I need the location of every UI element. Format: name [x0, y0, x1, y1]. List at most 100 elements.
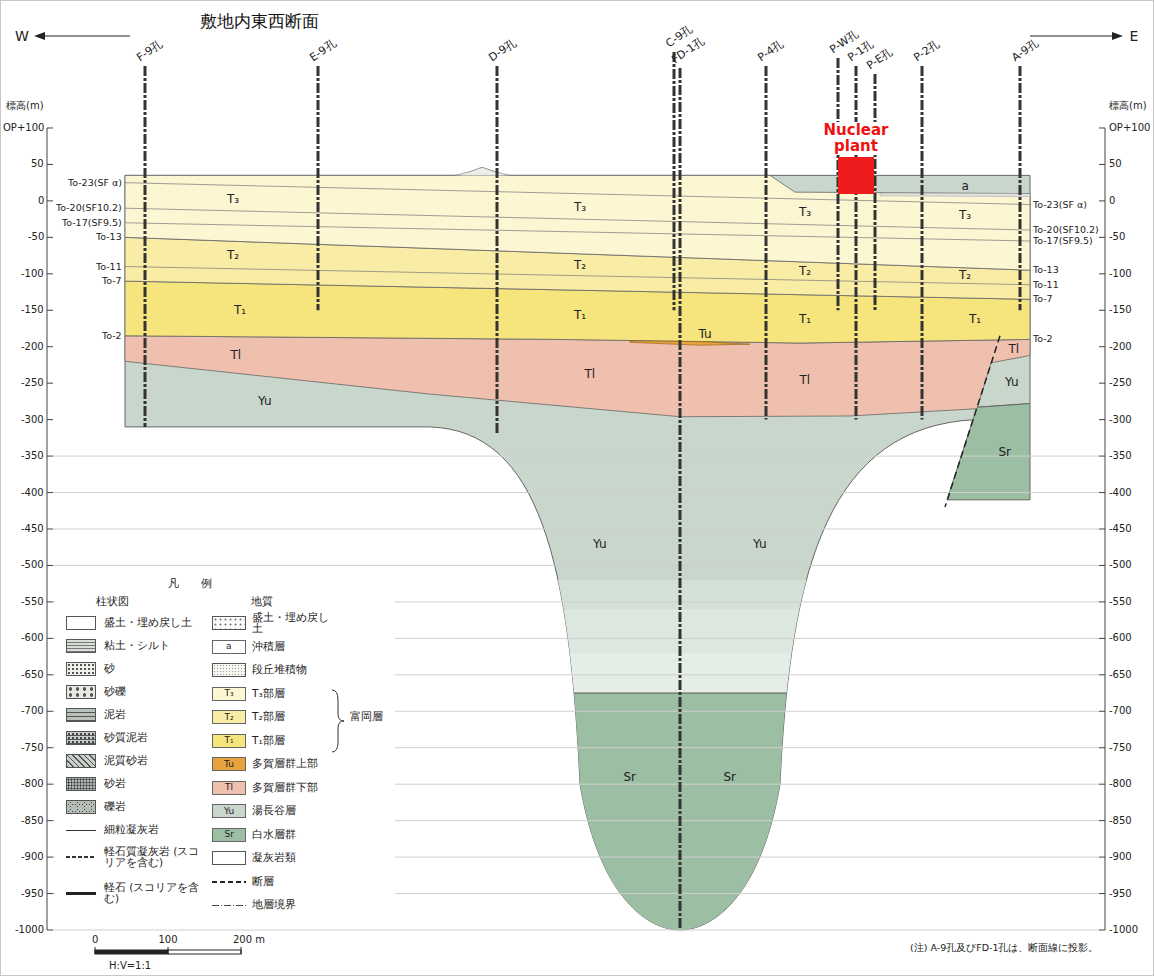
layer-label: T₁: [969, 313, 981, 325]
layer-label: a: [962, 180, 969, 192]
axis-label: -700: [21, 705, 44, 717]
marker-bed-label: To-17(SF9.5): [62, 218, 122, 228]
scale-label: 200 m: [233, 934, 265, 946]
legend-swatch: [212, 898, 246, 912]
legend-text: 礫岩: [104, 801, 126, 813]
axis-tick: [47, 820, 53, 821]
axis-label: -150: [21, 304, 44, 316]
legend-swatch: [66, 616, 96, 630]
legend-swatch: [212, 875, 246, 889]
axis-tick: [1099, 164, 1105, 165]
axis-tick: [1099, 893, 1105, 894]
axis-tick: [1099, 930, 1105, 931]
axis-tick: [47, 747, 53, 748]
axis-label: -250: [21, 377, 44, 389]
axis-tick: [1099, 419, 1105, 420]
legend-swatch: [66, 662, 96, 676]
legend-swatch: [66, 639, 96, 653]
axis-label: -800: [21, 778, 44, 790]
axis-tick: [47, 784, 53, 785]
legend-heading: 富岡層: [350, 711, 383, 724]
legend-swatch: [66, 886, 96, 900]
layer-label: T₁: [799, 313, 811, 325]
legend-text: 砂: [104, 663, 115, 675]
axis-label: -1000: [15, 924, 44, 936]
axis-label: -650: [1109, 669, 1132, 681]
axis-label: -600: [1109, 632, 1132, 644]
legend-text: 砂質泥岩: [104, 732, 148, 744]
taga-upper: [630, 341, 750, 345]
layer-label: T₂: [799, 265, 811, 277]
taga-lower: [125, 336, 1030, 417]
legend-text: 湯長谷層: [252, 805, 296, 817]
layer-label: T₁: [574, 309, 586, 321]
axis-label: 0: [1109, 195, 1115, 207]
legend-text: 盛土・埋め戻し土: [252, 612, 332, 635]
borehole-label: D-9孔: [487, 37, 519, 65]
axis-tick: [1099, 200, 1105, 201]
legend-ground: [55, 570, 395, 925]
axis-label: 0: [38, 195, 44, 207]
axis-tick: [47, 893, 53, 894]
axes: [47, 128, 1105, 930]
axis-tick: [47, 638, 53, 639]
shiramizu-block: [947, 404, 1030, 500]
axis-tick: [47, 346, 53, 347]
legend-text: T₁部層: [252, 735, 285, 747]
fault-line: [945, 336, 1000, 507]
layer-label: T₃: [959, 209, 971, 221]
borehole-label: P-4孔: [756, 38, 786, 65]
marker-bed-label: To-23(SF α): [1033, 200, 1087, 210]
marker-bed-label: To-2: [1033, 334, 1053, 344]
legend-text: 砂岩: [104, 778, 126, 790]
axis-tick: [1099, 674, 1105, 675]
legend-swatch: [66, 685, 96, 699]
marker-bed-label: To-13: [1033, 265, 1059, 275]
legend-text: 粘土・シルト: [104, 640, 170, 652]
swatch-label: T₁: [225, 736, 234, 745]
layer-label: Tu: [699, 328, 712, 340]
axis-tick: [47, 456, 53, 457]
legend-text: 盛土・埋め戻し土: [104, 617, 192, 629]
axis-tick: [1099, 237, 1105, 238]
marker-bed-label: To-7: [1033, 294, 1053, 304]
axis-label: -400: [1109, 487, 1132, 499]
legend-text: 多賀層群下部: [252, 782, 318, 794]
axis-label: -100: [1109, 268, 1132, 280]
axis-label: -550: [21, 596, 44, 608]
axis-label: -650: [21, 669, 44, 681]
axis-tick: [1099, 565, 1105, 566]
layer-label: T₃: [799, 206, 811, 218]
grid-line: [53, 492, 1099, 493]
axis-label: -600: [21, 632, 44, 644]
layer-label: Yu: [1005, 376, 1019, 388]
axis-label: 50: [31, 158, 44, 170]
axis-label: -50: [28, 231, 44, 243]
grid-line: [53, 456, 1099, 457]
axis-label: -450: [1109, 523, 1132, 535]
axis-tick: [47, 273, 53, 274]
swatch-label: T₃: [225, 689, 234, 698]
axis-label: -300: [1109, 414, 1132, 426]
axis-label: -150: [1109, 304, 1132, 316]
scale-label: H:V=1:1: [109, 960, 151, 972]
axis-tick: [47, 857, 53, 858]
axis-tick: [1099, 857, 1105, 858]
axis-label: -950: [1109, 888, 1132, 900]
marker-bed-label: To-7: [102, 276, 122, 286]
geologic-section: [125, 167, 1030, 930]
legend-swatch: [66, 823, 96, 837]
swatch-label: T₂: [225, 713, 234, 722]
axis-label: -450: [21, 523, 44, 535]
legend-text: 泥岩: [104, 709, 126, 721]
axis-tick: [1099, 310, 1105, 311]
node-label: Nuclear plant: [819, 122, 894, 155]
axis-label: -700: [1109, 705, 1132, 717]
legend-heading: 凡 例: [168, 578, 212, 591]
axis-label: -850: [21, 815, 44, 827]
grid-line: [53, 565, 1099, 566]
legend-swatch: [66, 777, 96, 791]
axis-label: 標高(m): [6, 100, 44, 112]
